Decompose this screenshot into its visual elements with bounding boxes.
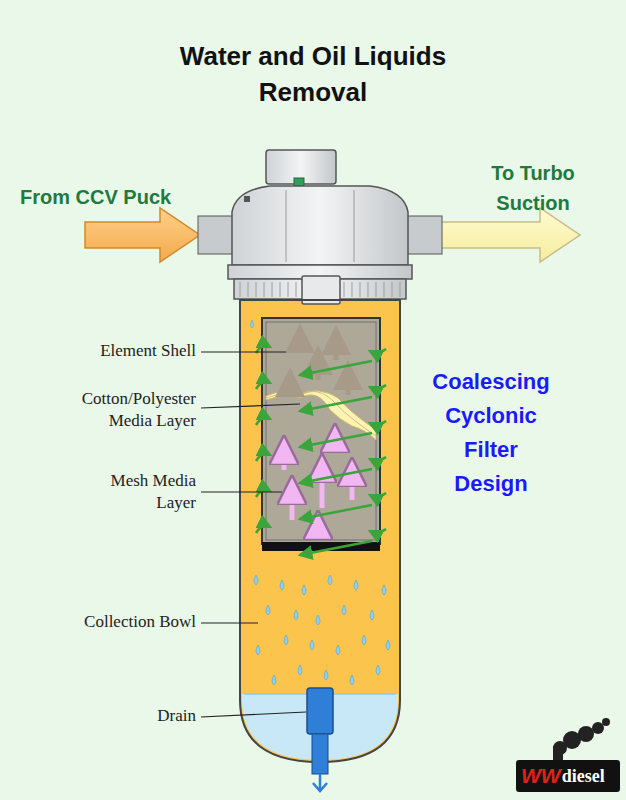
diagram-title: Water and Oil Liquids Removal — [153, 38, 473, 110]
part-label: Element Shell — [8, 341, 196, 361]
outlet-label: To Turbo Suction — [460, 158, 606, 218]
design-note: Coalescing Cyclonic Filter Design — [428, 365, 554, 501]
part-label: Cotton/Polyester Media Layer — [46, 388, 196, 432]
part-label: Drain — [8, 706, 196, 726]
logo-text: WW — [521, 764, 561, 788]
part-label: Mesh Media Layer — [96, 470, 196, 514]
part-label: Collection Bowl — [8, 612, 196, 632]
inlet-label: From CCV Puck — [20, 186, 210, 209]
logo-text: diesel — [562, 766, 605, 787]
